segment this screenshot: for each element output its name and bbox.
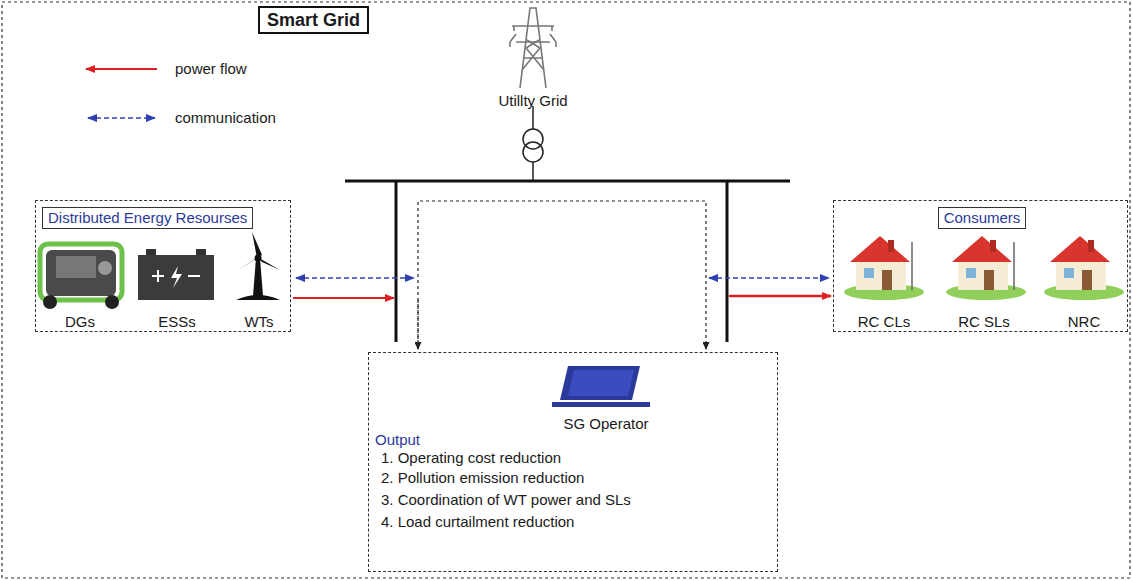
item-label: RC SLs bbox=[958, 313, 1010, 331]
section-heading: Output bbox=[375, 431, 420, 449]
house-icons bbox=[844, 236, 1124, 300]
item-label: WTs bbox=[244, 313, 273, 331]
item-label: NRC bbox=[1068, 313, 1101, 331]
tower-icon bbox=[510, 8, 556, 88]
group-header: Distributed Energy Resourses bbox=[42, 207, 253, 229]
operator-title: SG Operator bbox=[563, 415, 648, 433]
generator-icon bbox=[40, 244, 122, 309]
grid-label: Utillty Grid bbox=[498, 92, 567, 110]
transformer-symbol bbox=[523, 106, 543, 181]
legend-text: communication bbox=[175, 109, 276, 127]
comm-line bbox=[418, 201, 706, 349]
list-item: 2. Pollution emission reduction bbox=[381, 469, 584, 487]
bus-bar bbox=[345, 181, 790, 342]
consumer-group: Consumers RC CLs RC SLs NRC bbox=[833, 200, 1128, 332]
comm-arrow bbox=[709, 277, 829, 279]
item-label: RC CLs bbox=[858, 313, 911, 331]
operator-box: SG OperatorOutput1. Operating cost reduc… bbox=[368, 352, 778, 572]
list-item: 3. Coordination of WT power and SLs bbox=[381, 491, 631, 509]
legend-text: power flow bbox=[175, 60, 247, 78]
power-arrow bbox=[293, 297, 394, 299]
group-header: Consumers bbox=[938, 207, 1027, 229]
diagram-title: Smart Grid bbox=[258, 6, 369, 34]
comm-arrow bbox=[296, 277, 414, 279]
item-label: ESSs bbox=[158, 313, 196, 331]
list-item: 1. Operating cost reduction bbox=[381, 449, 561, 467]
legend-sample bbox=[88, 117, 155, 119]
power-arrow bbox=[729, 295, 831, 297]
list-item: 4. Load curtailment reduction bbox=[381, 513, 574, 531]
item-label: DGs bbox=[65, 313, 95, 331]
wind-turbine-icon bbox=[236, 232, 280, 300]
battery-icon bbox=[138, 249, 214, 300]
monitor-icon bbox=[552, 366, 650, 407]
legend-sample bbox=[86, 68, 157, 70]
resource-group: Distributed Energy ResoursesDGs ESSs WTs bbox=[35, 200, 291, 332]
